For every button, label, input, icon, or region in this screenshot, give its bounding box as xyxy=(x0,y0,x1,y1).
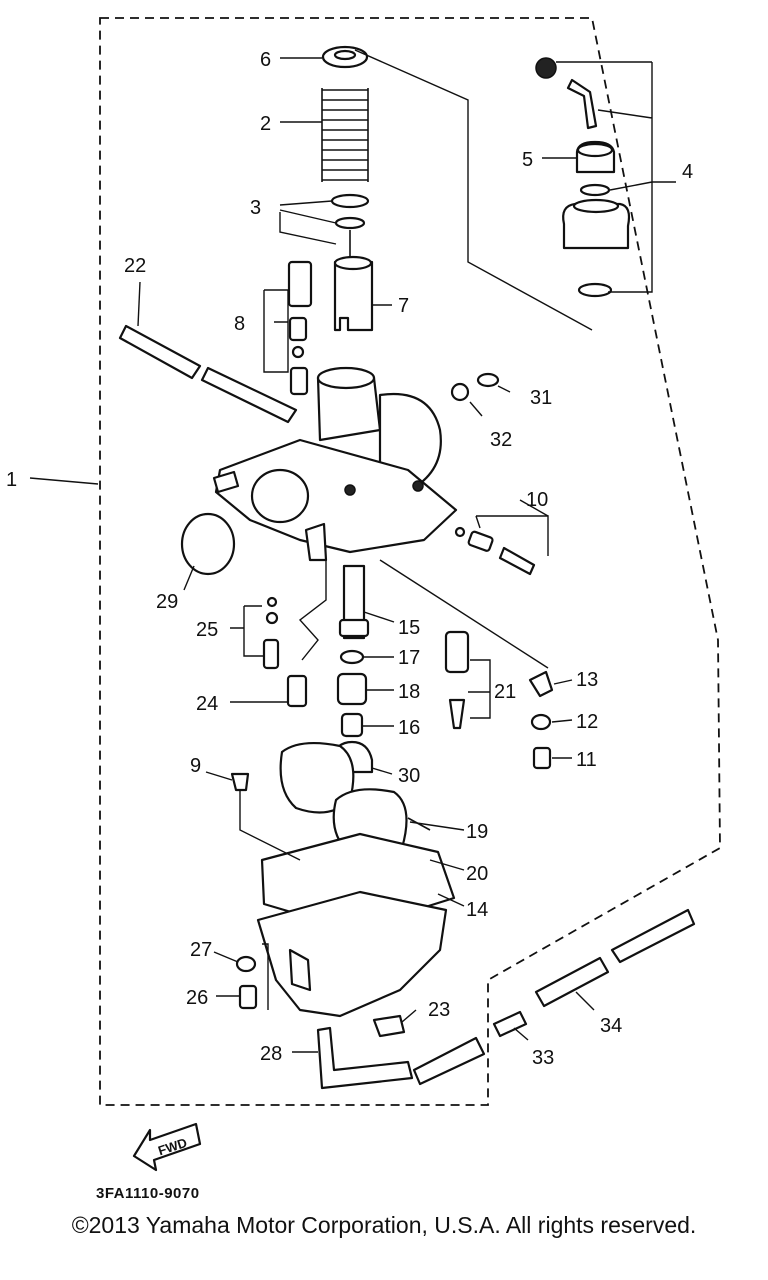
callout-23: 23 xyxy=(428,999,450,1021)
callout-20: 20 xyxy=(466,863,488,885)
part-32-washer xyxy=(450,382,470,402)
callout-9: 9 xyxy=(190,755,201,777)
callout-leaders xyxy=(29,57,676,1053)
part-16-main-jet xyxy=(340,712,364,738)
part-10-throttle-stop-screw xyxy=(454,526,536,576)
callout-19: 19 xyxy=(466,821,488,843)
part-21-needle-valve xyxy=(444,630,470,730)
part-8-pilot-screw-set xyxy=(287,260,313,396)
callout-8: 8 xyxy=(234,313,245,335)
callout-27: 27 xyxy=(190,939,212,961)
part-3-clip xyxy=(330,193,370,262)
part-23-screw xyxy=(372,1014,406,1038)
part-9-screw xyxy=(230,772,250,792)
callout-30: 30 xyxy=(398,765,420,787)
callout-5: 5 xyxy=(522,149,533,171)
callout-14: 14 xyxy=(466,899,488,921)
part-5-cap xyxy=(575,140,616,174)
callout-25: 25 xyxy=(196,619,218,641)
callout-32: 32 xyxy=(490,429,512,451)
part-24-pilot-jet xyxy=(286,674,308,708)
callout-11: 11 xyxy=(576,749,597,771)
callout-17: 17 xyxy=(398,647,420,669)
callout-31: 31 xyxy=(530,387,552,409)
part-12-washer xyxy=(530,713,552,731)
callout-7: 7 xyxy=(398,295,409,317)
part-6-washer xyxy=(321,45,369,69)
part-18-main-jet-holder xyxy=(336,672,368,706)
assembly-lead xyxy=(354,49,593,331)
callout-3: 3 xyxy=(250,197,261,219)
carburetor-exploded-diagram: 6 2 3 7 8 4 5 22 1 29 31 32 10 15 17 18 … xyxy=(6,17,721,1172)
callout-26: 26 xyxy=(186,987,208,1009)
part-4-cap-assembly xyxy=(535,57,631,298)
callout-21: 21 xyxy=(494,681,516,703)
callout-16: 16 xyxy=(398,717,420,739)
callout-18: 18 xyxy=(398,681,420,703)
carburetor-body xyxy=(212,366,458,562)
callout-28: 28 xyxy=(260,1043,282,1065)
copyright-notice: ©2013 Yamaha Motor Corporation, U.S.A. A… xyxy=(71,1212,697,1238)
part-2-spring xyxy=(321,88,369,182)
part-22-tube xyxy=(118,324,298,424)
part-15-needle-jet xyxy=(338,564,370,640)
part-25-idle-screw-set xyxy=(262,596,280,670)
fwd-arrow-icon: FWD xyxy=(132,1122,202,1172)
callout-10: 10 xyxy=(526,489,548,511)
part-11-screw xyxy=(532,746,552,770)
callout-6: 6 xyxy=(260,49,271,71)
callout-29: 29 xyxy=(156,591,178,613)
part-7-throttle-valve xyxy=(333,255,374,332)
callout-33: 33 xyxy=(532,1047,554,1069)
callout-34: 34 xyxy=(600,1015,622,1037)
part-26-drain-screw xyxy=(238,984,258,1010)
callout-12: 12 xyxy=(576,711,598,733)
float-bowl xyxy=(256,890,448,1018)
callout-13: 13 xyxy=(576,669,598,691)
part-13-clip xyxy=(528,670,554,698)
callout-24: 24 xyxy=(196,693,218,715)
part-28-hose xyxy=(316,1026,414,1090)
callout-22: 22 xyxy=(124,255,146,277)
callout-1: 1 xyxy=(6,469,17,491)
callout-4: 4 xyxy=(682,161,693,183)
part-27-washer xyxy=(235,955,257,973)
callout-labels: 6 2 3 7 8 4 5 22 1 29 31 32 10 15 17 18 … xyxy=(6,49,693,1069)
part-34-hose xyxy=(534,908,696,1008)
part-17-o-ring xyxy=(339,649,365,665)
drawing-code: 3FA1110-9070 xyxy=(96,1185,200,1202)
part-31-screw xyxy=(476,372,500,388)
part-29-o-ring xyxy=(180,512,236,576)
callout-2: 2 xyxy=(260,113,271,135)
callout-15: 15 xyxy=(398,617,420,639)
part-33-joint xyxy=(492,1010,528,1038)
